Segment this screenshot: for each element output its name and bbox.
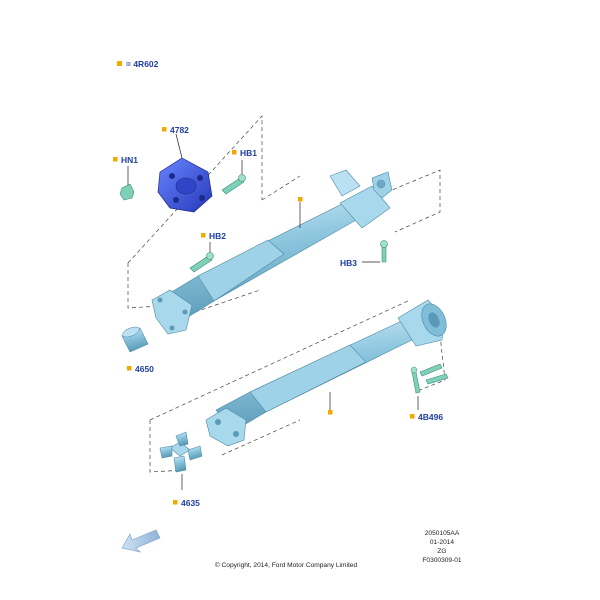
flange-hole	[157, 297, 163, 303]
4635-marker	[173, 500, 178, 505]
legend: = 4R602	[117, 59, 159, 69]
hb2-marker	[201, 233, 206, 238]
center-bearing-bracket	[329, 169, 361, 197]
lower-shaft-thick-section	[249, 344, 367, 413]
upper-shaft-marker	[298, 197, 303, 202]
hb2-part	[189, 255, 213, 273]
assembly-frame-upper	[127, 115, 441, 313]
flange-hole	[182, 309, 188, 315]
slip-yoke-bore	[428, 312, 440, 328]
yoke-hole	[215, 419, 221, 425]
4b496-bolt-c	[425, 373, 449, 385]
info-line-1: 2050105AA	[425, 530, 460, 537]
legend-marker	[117, 61, 122, 66]
hb1-part	[221, 177, 245, 195]
arrow-icon	[121, 529, 161, 553]
label-4b496: 4B496	[418, 412, 443, 422]
coupling-hole	[169, 173, 175, 179]
label-hn1: HN1	[121, 155, 138, 165]
label-4782: 4782	[170, 125, 189, 135]
bolt-hb3: HB3	[340, 240, 388, 268]
label-hb2: HB2	[209, 231, 226, 241]
bolt-set-4b496: 4B496	[410, 363, 449, 422]
flange-hole	[169, 325, 175, 331]
flexible-coupling-4782: 4782	[157, 125, 213, 213]
label-hb3: HB3	[340, 258, 357, 268]
coupling-hole	[197, 175, 203, 181]
bolt-hb2: HB2	[189, 231, 226, 273]
4b496-marker	[410, 414, 415, 419]
assembly-frame-lower	[149, 299, 446, 473]
ujoint-arm-left	[159, 445, 173, 459]
yoke-hole	[233, 431, 239, 437]
ujoint-arm-right	[187, 445, 203, 461]
label-hb1: HB1	[240, 148, 257, 158]
coupling-hole	[199, 195, 205, 201]
label-4650: 4650	[135, 364, 154, 374]
nut-hn1: HN1	[113, 155, 138, 201]
info-line-2: 01-2014	[430, 539, 455, 546]
lower-shaft-marker	[328, 410, 333, 415]
hn1-marker	[113, 157, 118, 162]
4b496-bolt-b	[419, 363, 443, 377]
coupling-marker	[162, 127, 167, 132]
ujoint-arm-top	[175, 431, 189, 447]
drawing-info: 2050105AA 01-2014 ZG F0300309-01	[422, 530, 462, 564]
ujoint-arm-bottom	[173, 455, 187, 473]
upper-shaft-thick-section	[197, 239, 285, 302]
hb1-marker	[232, 150, 237, 155]
info-line-4: F0300309-01	[422, 557, 462, 564]
4650-marker	[127, 366, 132, 371]
lower-driveshaft	[205, 299, 447, 447]
label-4635: 4635	[181, 498, 200, 508]
hn1-part	[119, 183, 135, 201]
info-line-3: ZG	[437, 548, 446, 555]
4b496-bolt-a	[411, 371, 421, 394]
legend-text: = 4R602	[126, 59, 159, 69]
coupling-center	[175, 177, 197, 195]
upper-shaft-rear-section	[339, 185, 391, 229]
bolt-hb1: HB1	[221, 148, 257, 195]
bearing-bore	[376, 179, 386, 189]
universal-joint-4635: 4635	[159, 431, 203, 508]
bushing-4650: 4650	[121, 326, 154, 374]
copyright-notice: © Copyright, 2014, Ford Motor Company Li…	[215, 561, 358, 569]
coupling-hole	[173, 197, 179, 203]
upper-driveshaft	[151, 169, 393, 335]
